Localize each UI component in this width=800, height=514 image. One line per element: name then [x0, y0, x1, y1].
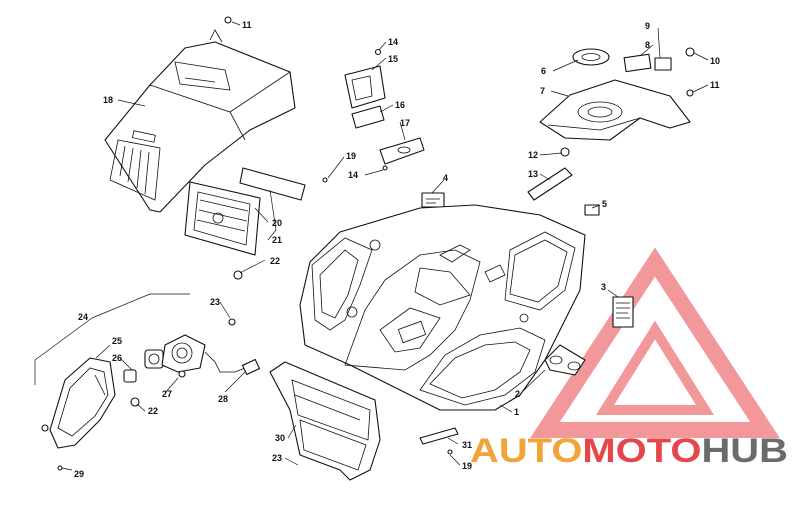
front-hood-part [104, 29, 296, 213]
callout-5: 5 [602, 199, 607, 209]
grille-part [184, 181, 261, 256]
console-cover-part [224, 16, 695, 141]
callout-9: 9 [645, 21, 650, 31]
callout-11-top: 11 [242, 20, 252, 30]
callout-24: 24 [78, 312, 88, 322]
callout-23-top: 23 [210, 297, 220, 307]
callout-16: 16 [395, 100, 405, 110]
callout-numbers: 1 2 3 4 5 6 7 8 9 10 11 11 12 13 14 14 1… [74, 20, 720, 479]
callout-29: 29 [74, 469, 84, 479]
callout-19-bottom: 19 [462, 461, 472, 471]
callout-31: 31 [462, 440, 472, 450]
callout-4: 4 [443, 173, 448, 183]
leader-lines [34, 21, 709, 471]
headlight-panel-part [239, 167, 306, 201]
callout-18: 18 [103, 95, 113, 105]
callout-10: 10 [710, 56, 720, 66]
strap-part [419, 427, 459, 455]
drain-tube-part [527, 147, 573, 201]
watermark-triangle-logo [530, 247, 780, 438]
callout-17: 17 [400, 118, 410, 128]
callout-20: 20 [272, 218, 282, 228]
front-bumper-part [269, 361, 381, 481]
callout-8: 8 [645, 40, 650, 50]
rear-bracket-part [544, 344, 586, 376]
callout-14-mid: 14 [348, 170, 358, 180]
callout-12: 12 [528, 150, 538, 160]
callout-6: 6 [541, 66, 546, 76]
callout-15: 15 [388, 54, 398, 64]
callout-14-top: 14 [388, 37, 398, 47]
callout-25: 25 [112, 336, 122, 346]
callout-23-bottom: 23 [272, 453, 282, 463]
callout-28: 28 [218, 394, 228, 404]
watermark-word-auto: AUTO [470, 432, 582, 470]
watermark-word-hub: HUB [701, 432, 788, 470]
callout-22-bottom: 22 [148, 406, 158, 416]
callout-30: 30 [275, 433, 285, 443]
callout-22-top: 22 [270, 256, 280, 266]
callout-2: 2 [515, 389, 520, 399]
callout-27: 27 [162, 389, 172, 399]
warning-label-part [612, 296, 634, 328]
callout-11-right: 11 [710, 80, 720, 90]
switch-parts [322, 48, 425, 183]
headlight-assembly-part [41, 270, 261, 471]
callout-21: 21 [272, 235, 282, 245]
front-fender-body-part [299, 204, 586, 411]
callout-7: 7 [540, 86, 545, 96]
callout-3: 3 [601, 282, 606, 292]
callout-1: 1 [514, 407, 519, 417]
callout-13: 13 [528, 169, 538, 179]
callout-26: 26 [112, 353, 122, 363]
callout-19-top: 19 [346, 151, 356, 161]
watermark-word-moto: MOTO [582, 432, 701, 470]
